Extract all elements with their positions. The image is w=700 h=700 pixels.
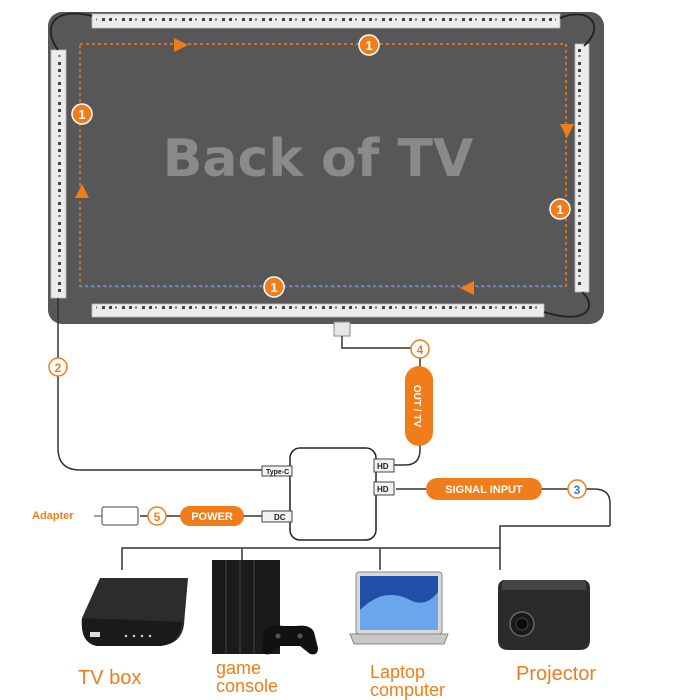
badge-3: 3: [567, 479, 587, 499]
tv-title: Back of TV: [163, 129, 473, 189]
svg-text:4: 4: [417, 343, 424, 357]
corner-cable-top-right: [559, 13, 596, 47]
svg-text:3: 3: [574, 483, 581, 497]
badge-4: 4: [410, 339, 430, 359]
led-strip-top: [91, 13, 561, 29]
corner-cable-bottom-right: [543, 291, 591, 318]
laptop-icon: [349, 571, 449, 645]
arrow-up-icon: [75, 184, 89, 198]
svg-text:1: 1: [78, 107, 85, 122]
device-label-game-line2: console: [216, 676, 278, 696]
port-dc: DC: [261, 510, 293, 523]
label-signal-input: SIGNAL INPUT: [426, 478, 542, 500]
badge-2: 2: [48, 357, 68, 377]
cable-signal-branch: [499, 525, 610, 548]
led-strip-left: [50, 49, 67, 299]
svg-text:DC: DC: [274, 513, 286, 522]
port-hd-out: HD: [373, 458, 395, 473]
arrow-right-icon: [174, 38, 188, 52]
port-type-c: Type-C: [261, 465, 293, 477]
label-power: POWER: [180, 506, 244, 526]
label-out-tv: OUT / TV: [405, 366, 433, 446]
strip-path-outline: [79, 43, 567, 287]
svg-text:1: 1: [270, 280, 277, 295]
device-label-game-line1: game: [216, 658, 261, 678]
svg-text:OUT / TV: OUT / TV: [411, 385, 422, 428]
badge-strip-top: 1: [358, 34, 380, 56]
cable-strip-to-box: [57, 298, 262, 471]
device-label-tv-box: TV box: [78, 667, 141, 689]
tv-back-panel: [48, 12, 604, 324]
tv-hdmi-plug: [333, 321, 351, 337]
sync-box: [289, 447, 377, 541]
arrow-left-icon: [460, 281, 474, 295]
svg-text:1: 1: [365, 38, 372, 53]
arrow-down-icon: [560, 124, 574, 138]
tv-box-icon: [81, 578, 188, 646]
badge-strip-left: 1: [71, 103, 93, 125]
svg-text:1: 1: [556, 202, 563, 217]
port-hd-in: HD: [373, 481, 395, 496]
badge-strip-right: 1: [549, 198, 571, 220]
cable-signal-input: [396, 488, 611, 526]
adapter-label: Adapter: [32, 510, 74, 522]
game-console-icon: [212, 560, 318, 655]
badge-5: 5: [147, 506, 167, 526]
svg-text:HD: HD: [377, 462, 389, 471]
device-label-projector: Projector: [516, 663, 596, 685]
svg-text:Type-C: Type-C: [266, 469, 289, 476]
svg-text:2: 2: [55, 361, 62, 375]
led-strip-right: [574, 43, 590, 293]
svg-text:HD: HD: [377, 485, 389, 494]
svg-text:SIGNAL INPUT: SIGNAL INPUT: [445, 484, 523, 496]
svg-text:5: 5: [154, 510, 161, 524]
device-label-laptop-line1: Laptop: [370, 662, 425, 682]
led-strip-bottom: [91, 303, 545, 318]
projector-icon: [498, 580, 590, 650]
corner-cable-top-left: [49, 12, 93, 51]
svg-text:POWER: POWER: [191, 511, 233, 523]
device-label-laptop-line2: computer: [370, 680, 445, 700]
cable-device-bus: [121, 547, 501, 570]
badge-strip-bottom: 1: [263, 276, 285, 298]
adapter-plug-icon: [94, 506, 139, 526]
